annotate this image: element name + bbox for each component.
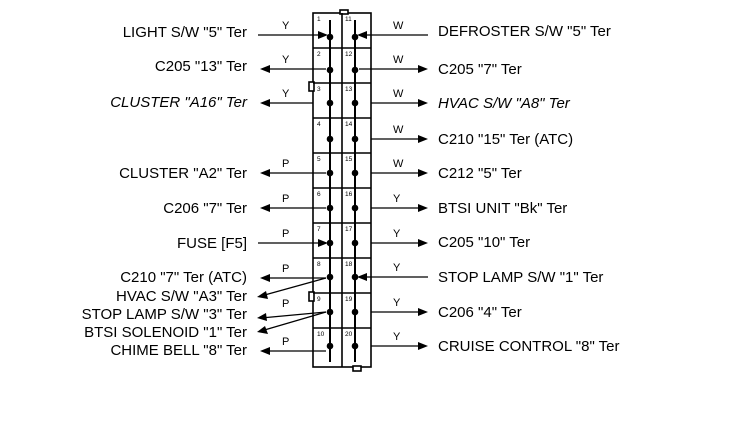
circuit-label: C212 "5" Ter [438, 165, 522, 182]
circuit-label: C210 "15" Ter (ATC) [438, 131, 573, 148]
circuit-label: CHIME BELL "8" Ter [110, 342, 247, 359]
pin-number: 4 [317, 121, 321, 128]
pin-number: 16 [345, 191, 353, 198]
pin-number: 17 [345, 226, 353, 233]
pin-numbers: 1 2 3 4 5 6 7 8 9 10 11 12 13 14 15 16 1… [317, 16, 353, 338]
pin-number: 14 [345, 121, 353, 128]
wire-color-code: W [393, 124, 404, 136]
pin-number: 6 [317, 191, 321, 198]
wire-color-code: W [393, 158, 404, 170]
circuit-label: C206 "7" Ter [163, 200, 247, 217]
pin-number: 2 [317, 51, 321, 58]
circuit-label: HVAC S/W "A8" Ter [438, 95, 571, 112]
left-wires [258, 34, 327, 352]
wire-color-code: W [393, 88, 404, 100]
wire-color-code: P [282, 193, 289, 205]
wire-color-code: P [282, 158, 289, 170]
wire-color-code: P [282, 336, 289, 348]
right-circuit-labels: DEFROSTER S/W "5" Ter C205 "7" Ter HVAC … [438, 23, 620, 355]
pin-number: 18 [345, 261, 353, 268]
wire-color-code: P [282, 263, 289, 275]
wire-color-code: Y [393, 193, 401, 205]
wire-color-code: Y [393, 331, 401, 343]
pin-number: 9 [317, 296, 321, 303]
pin-number: 13 [345, 86, 353, 93]
left-arrowheads [257, 31, 328, 355]
pin-dots [326, 33, 359, 350]
pin-number: 12 [345, 51, 353, 58]
pin-number: 19 [345, 296, 353, 303]
wire-color-code: W [393, 54, 404, 66]
wire-color-code: P [282, 298, 289, 310]
circuit-label: CLUSTER "A2" Ter [119, 165, 247, 182]
circuit-label: C210 "7" Ter (ATC) [120, 269, 247, 286]
circuit-label: CRUISE CONTROL "8" Ter [438, 338, 620, 355]
right-arrowheads [357, 31, 428, 350]
circuit-label: C205 "13" Ter [155, 58, 247, 75]
pin-number: 20 [345, 331, 353, 338]
circuit-label: BTSI SOLENOID "1" Ter [84, 324, 247, 341]
pin-number: 10 [317, 331, 325, 338]
pin-number: 7 [317, 226, 321, 233]
circuit-label: C205 "7" Ter [438, 61, 522, 78]
pin-number: 3 [317, 86, 321, 93]
circuit-label: CLUSTER "A16" Ter [110, 94, 248, 111]
circuit-label: C206 "4" Ter [438, 304, 522, 321]
circuit-label: C205 "10" Ter [438, 234, 530, 251]
pin-number: 15 [345, 156, 353, 163]
wire-color-code: Y [393, 262, 401, 274]
wire-color-code: Y [282, 20, 290, 32]
right-wires [359, 34, 428, 347]
circuit-label: FUSE [F5] [177, 235, 247, 252]
wire-color-code: Y [282, 54, 290, 66]
circuit-label: LIGHT S/W "5" Ter [123, 24, 247, 41]
circuit-label: BTSI UNIT "Bk" Ter [438, 200, 567, 217]
pin-number: 11 [345, 16, 352, 23]
wire-color-codes: Y Y Y P P P P P P W W W W W Y Y Y Y Y [282, 20, 404, 348]
pin-number: 1 [317, 16, 321, 23]
pin-number: 8 [317, 261, 321, 268]
circuit-label: HVAC S/W "A3" Ter [116, 288, 247, 305]
connector-body [308, 9, 372, 372]
wire-color-code: Y [393, 228, 401, 240]
wire-color-code: P [282, 228, 289, 240]
wire-color-code: W [393, 20, 404, 32]
wire-color-code: Y [282, 88, 290, 100]
left-circuit-labels: LIGHT S/W "5" Ter C205 "13" Ter CLUSTER … [82, 24, 248, 359]
pin-number: 5 [317, 156, 321, 163]
wire-color-code: Y [393, 297, 401, 309]
circuit-label: STOP LAMP S/W "3" Ter [82, 306, 247, 323]
circuit-label: STOP LAMP S/W "1" Ter [438, 269, 603, 286]
circuit-label: DEFROSTER S/W "5" Ter [438, 23, 611, 40]
